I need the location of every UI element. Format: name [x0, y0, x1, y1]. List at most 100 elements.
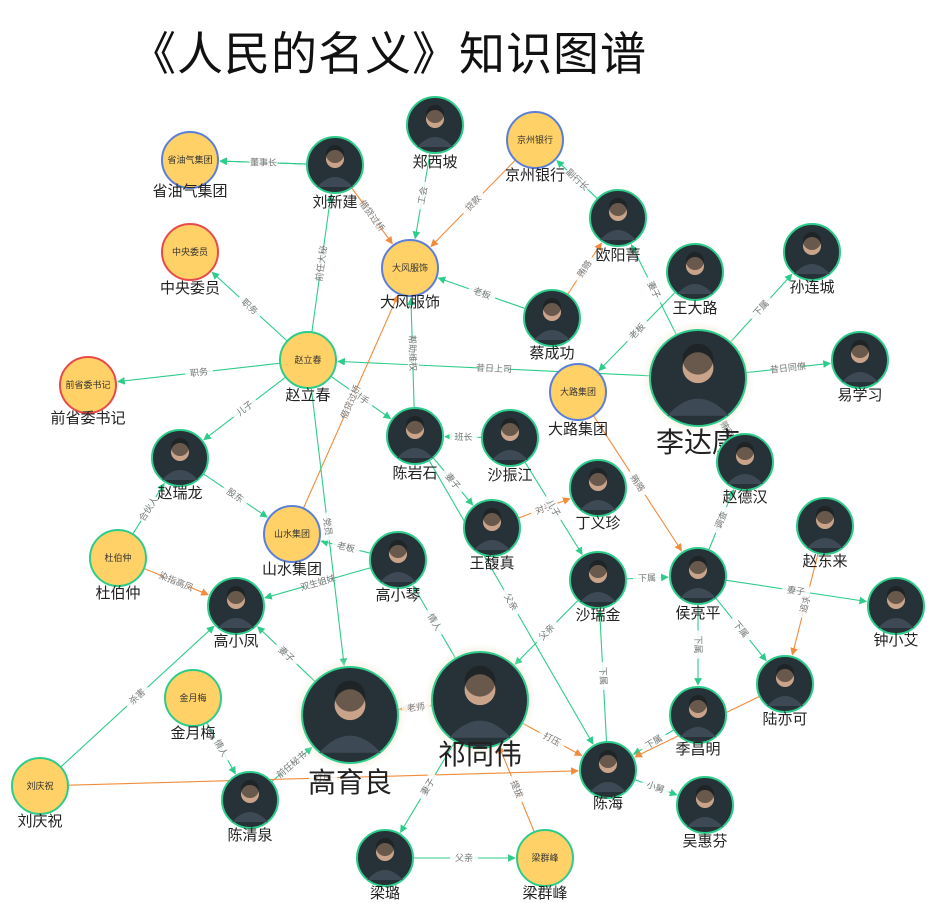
edge-label-bg — [414, 180, 431, 211]
node-gaoyuliang[interactable]: 高育良 — [293, 658, 407, 799]
edge-label: 父亲 — [455, 852, 473, 864]
node-label: 山水集团 — [262, 560, 322, 578]
avatar-shoulders — [677, 284, 713, 294]
avatar-hair — [501, 418, 519, 436]
edge-label: 昔日同僚 — [769, 360, 806, 376]
edge-label-bg — [308, 771, 338, 784]
node-sharuijin[interactable]: 沙瑞金 — [569, 551, 627, 624]
avatar-shoulders — [397, 448, 433, 458]
edge-label: 职务 — [189, 365, 208, 379]
avatar-hair — [589, 468, 607, 486]
node-chenyanshi[interactable]: 陈岩石 — [386, 407, 444, 482]
node-label: 大风服饰 — [380, 293, 440, 311]
node-yixuexi[interactable]: 易学习 — [831, 331, 889, 404]
node-zhengxipo[interactable]: 郑西坡 — [406, 96, 464, 171]
node-label: 前省委书记 — [50, 409, 125, 427]
node-label: 中央委员 — [160, 279, 220, 297]
node-dingyizhen[interactable]: 丁义珍 — [569, 459, 627, 532]
avatar-hair — [609, 198, 627, 216]
node-gaoxiaoqin[interactable]: 高小琴 — [369, 531, 427, 604]
node-zhaodehan[interactable]: 赵德汉 — [716, 433, 774, 506]
edge-label-bg — [184, 364, 214, 379]
avatar-shoulders — [232, 812, 268, 822]
node-shazhenjiang[interactable]: 沙振江 — [481, 409, 539, 484]
node-qitongwei[interactable]: 祁同伟 — [423, 643, 537, 771]
org-node-circle — [263, 505, 321, 563]
avatar-shoulders — [317, 177, 353, 187]
node-sunliancheng[interactable]: 孙连城 — [783, 223, 841, 296]
node-label: 陆亦可 — [762, 710, 807, 728]
avatar-hair — [464, 665, 496, 697]
node-caichenggong[interactable]: 蔡成功 — [523, 289, 581, 362]
avatar-shoulders — [687, 817, 723, 827]
node-label: 祁同伟 — [438, 738, 522, 771]
edges-layer: 总裁董事长借贷过桥工会贷款副行长老板贿赂老板下属昔日同僚妻子昔日上司职务职务儿子… — [60, 152, 868, 864]
avatar-shoulders — [680, 588, 716, 598]
node-label: 高小凤 — [213, 632, 258, 650]
node-lianglu[interactable]: 梁璐 — [356, 829, 414, 902]
page-title: 《人民的名义》知识图谱 — [130, 27, 647, 81]
node-label: 陈海 — [593, 794, 623, 812]
edge-label: 下属 — [638, 573, 656, 585]
node-label: 钟小艾 — [873, 631, 918, 649]
node-luyike[interactable]: 陆亦可 — [756, 655, 814, 728]
node-label: 蔡成功 — [529, 344, 574, 362]
node-label: 赵德汉 — [722, 488, 767, 506]
node-ouyangjing[interactable]: 欧阳菁 — [589, 189, 647, 264]
node-gaoxiaofeng[interactable]: 高小凤 — [207, 577, 265, 650]
avatar-shoulders — [842, 372, 878, 382]
node-zhongxiaoai[interactable]: 钟小艾 — [867, 577, 925, 649]
avatar-hair — [589, 560, 607, 578]
avatar-hair — [816, 506, 834, 524]
edge-label: 染指高凤 — [157, 569, 195, 594]
avatar-hair — [887, 586, 905, 604]
node-zhaorui[interactable]: 赵瑞龙 — [151, 429, 209, 502]
edge-label: 前任秘书 — [274, 748, 309, 780]
node-label: 赵瑞龙 — [157, 484, 202, 502]
org-node-circle — [89, 529, 147, 587]
node-chenqingquan[interactable]: 陈清泉 — [221, 771, 279, 844]
org-node-inner-label: 大风服饰 — [392, 262, 428, 274]
edge-label-bg — [249, 156, 278, 169]
edge-label-bg — [331, 538, 361, 556]
org-node-inner-label: 省油气集团 — [167, 154, 212, 166]
node-chenhai[interactable]: 陈海 — [579, 741, 637, 812]
edge-label-bg — [541, 493, 566, 523]
avatar-hair — [326, 145, 344, 163]
edge-label: 帮助维权 — [406, 335, 419, 371]
edge-label: 妻子 — [786, 584, 806, 599]
nodes-layer: 省油气集团省油气集团刘新建郑西坡京州银行京州银行欧阳菁中央委员中央委员大风服饰大… — [11, 96, 925, 902]
avatar-hair — [376, 838, 394, 856]
org-node-circle — [164, 669, 222, 727]
edge-label: 党员 — [321, 517, 335, 536]
edge-label-bg — [321, 511, 336, 542]
node-wangfuzhen[interactable]: 王馥真 — [463, 499, 521, 572]
node-wangdalu[interactable]: 王大路 — [666, 243, 724, 317]
node-zhaodonglai[interactable]: 赵东来 — [796, 497, 854, 570]
edge-label-bg — [747, 293, 775, 323]
node-label: 大路集团 — [548, 420, 608, 438]
node-label: 吴惠芬 — [682, 832, 727, 850]
edge-label-bg — [728, 614, 755, 644]
node-jichangming[interactable]: 季昌明 — [669, 686, 727, 758]
avatar-hair — [686, 252, 704, 270]
node-houliangping[interactable]: 侯亮平 — [669, 547, 727, 622]
node-wuhuifen[interactable]: 吴惠芬 — [676, 776, 734, 850]
avatar-hair — [543, 298, 561, 316]
avatar-hair — [689, 695, 707, 713]
node-liuxinjian[interactable]: 刘新建 — [306, 136, 364, 211]
edge-label-bg — [479, 361, 509, 375]
